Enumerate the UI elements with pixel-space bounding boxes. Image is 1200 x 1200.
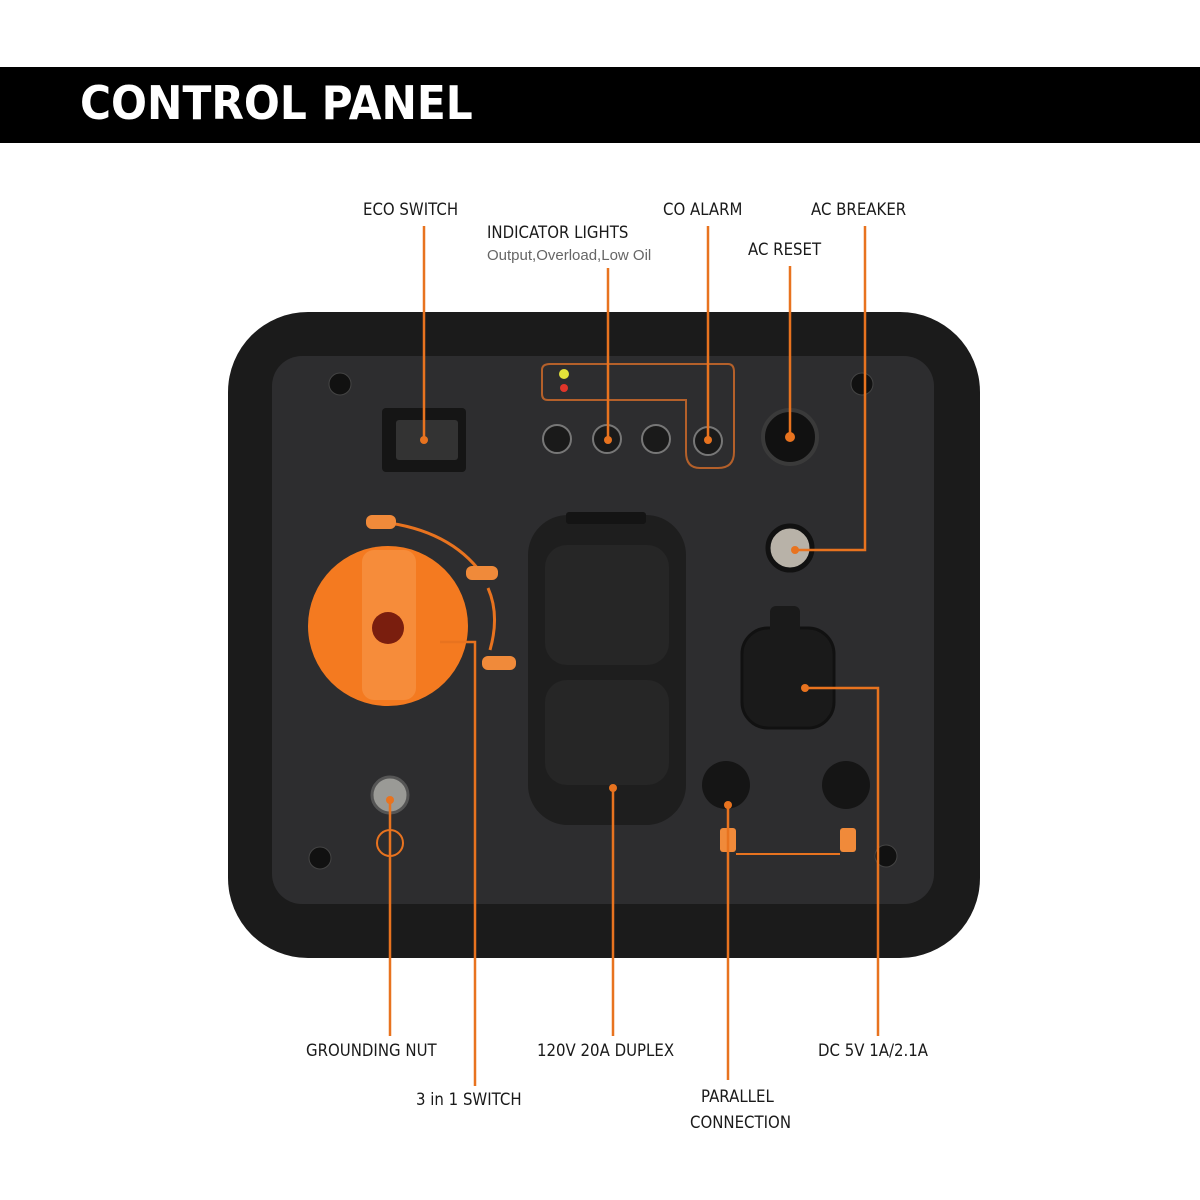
- callout-parallel-line1: PARALLEL: [701, 1087, 774, 1107]
- red-led-icon: [560, 384, 568, 392]
- callout-lines: [388, 226, 880, 1086]
- callout-dots: [386, 432, 809, 809]
- callout-grounding-nut: GROUNDING NUT: [306, 1041, 437, 1061]
- title-banner: [0, 67, 1200, 143]
- callout-ac-reset: AC RESET: [748, 240, 822, 260]
- callout-3-in-1-switch: 3 in 1 SWITCH: [416, 1090, 522, 1110]
- callout-indicator-lights-sub: Output,Overload,Low Oil: [487, 247, 652, 264]
- parallel-connector-left: [702, 761, 750, 809]
- parallel-connector-right: [822, 761, 870, 809]
- callout-eco-switch: ECO SWITCH: [363, 200, 459, 220]
- usb-port-cover: [740, 626, 836, 730]
- screw-icons: [308, 372, 898, 870]
- callout-co-alarm: CO ALARM: [663, 200, 743, 220]
- yellow-led-icon: [559, 369, 569, 379]
- page-title: CONTROL PANEL: [80, 76, 473, 130]
- callout-ac-breaker: AC BREAKER: [811, 200, 907, 220]
- ac-breaker-button: [765, 523, 815, 573]
- callout-parallel-line2: CONNECTION: [690, 1113, 792, 1133]
- callout-duplex: 120V 20A DUPLEX: [537, 1041, 675, 1061]
- dial-arrow: [381, 520, 497, 651]
- callout-indicator-lights: INDICATOR LIGHTS: [487, 223, 629, 243]
- indicator-frame: [541, 363, 735, 469]
- callout-dc: DC 5V 1A/2.1A: [818, 1041, 929, 1061]
